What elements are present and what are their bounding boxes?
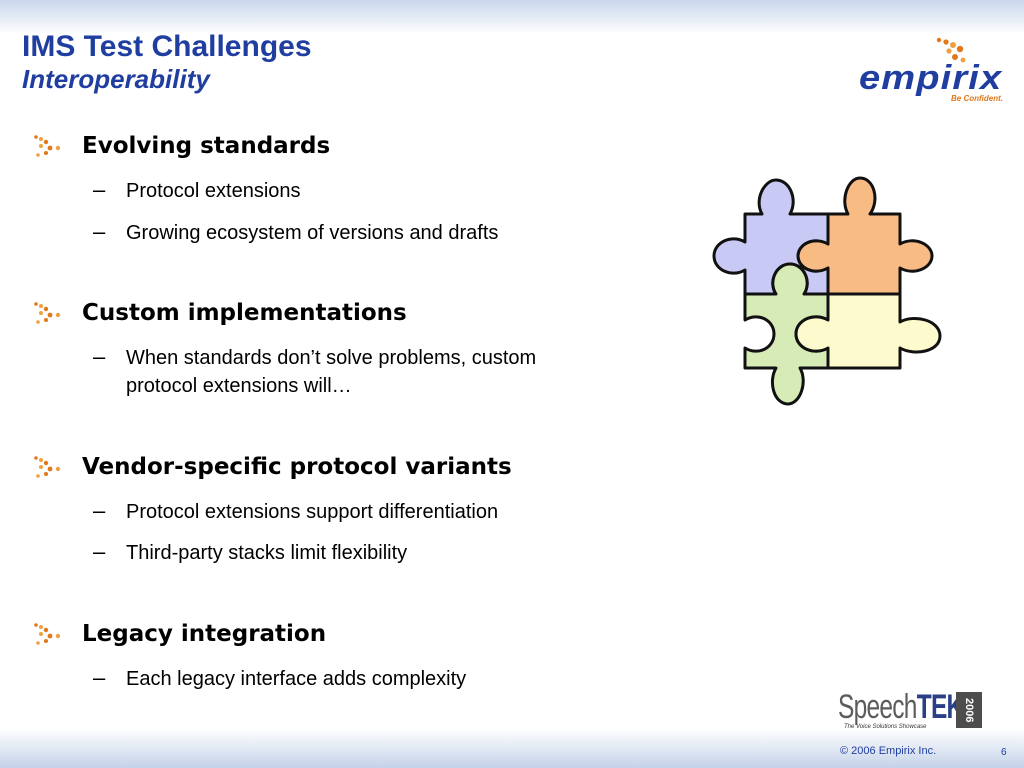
slide-subtitle: Interoperability <box>22 64 210 94</box>
sub-bullet-text: Protocol extensions <box>126 180 301 202</box>
sub-bullet-dash: – <box>93 177 106 202</box>
sub-bullet-dash: – <box>93 665 106 690</box>
empirix-logo: empirix Be Confident. <box>855 36 1015 106</box>
bullet-label: Custom implementations <box>82 300 407 326</box>
bullet-item: Vendor-specific protocol variants <box>32 452 652 482</box>
bullet-item: Legacy integration <box>32 619 652 649</box>
sub-bullet-text: Protocol extensions support differentiat… <box>126 501 499 523</box>
copyright-text: © 2006 Empirix Inc. <box>840 745 937 757</box>
speechtek-year: 2006 <box>956 692 982 728</box>
bullet-label: Legacy integration <box>82 621 327 647</box>
speechtek-wordmark: SpeechTEK <box>838 688 964 726</box>
bullet-item: Evolving standards <box>32 131 652 161</box>
sub-bullet-dash: – <box>93 344 106 369</box>
bullet-label: Evolving standards <box>82 133 331 159</box>
page-number: 6 <box>1001 747 1007 758</box>
puzzle-piece-lavender <box>712 178 830 296</box>
puzzle-piece-yellow <box>794 292 942 370</box>
puzzle-pieces-icon <box>712 176 942 406</box>
speechtek-logo: SpeechTEK 2006 The Voice Solutions Showc… <box>838 688 988 732</box>
bottom-gradient-band <box>0 728 1024 768</box>
bullet-dots-icon <box>34 135 61 157</box>
sub-bullet-text: Each legacy interface adds complexity <box>126 668 467 690</box>
sub-bullet-text: When standards don’t solve problems, cus… <box>126 347 537 397</box>
bullet-dots-icon <box>34 623 61 645</box>
bullet-dots-icon <box>34 456 61 478</box>
speechtek-tagline: The Voice Solutions Showcase <box>844 724 927 730</box>
sub-bullet-dash: – <box>93 539 106 564</box>
top-gradient-band <box>0 0 1024 34</box>
bullet-item: Custom implementations <box>32 298 652 328</box>
speechtek-speech: Speech <box>838 688 917 726</box>
logo-tagline: Be Confident. <box>951 94 1003 103</box>
bullet-label: Vendor-specific protocol variants <box>82 454 512 480</box>
bullet-dots-icon <box>34 302 61 324</box>
logo-wordmark: empirix <box>859 59 1003 97</box>
sub-bullet-text: Third-party stacks limit flexibility <box>126 542 408 564</box>
logo-dots-icon <box>936 37 966 63</box>
sub-bullet-text: Growing ecosystem of versions and drafts <box>126 222 499 244</box>
slide-title: IMS Test Challenges <box>22 30 312 63</box>
sub-bullet-dash: – <box>93 498 106 523</box>
sub-bullet-dash: – <box>93 219 106 244</box>
